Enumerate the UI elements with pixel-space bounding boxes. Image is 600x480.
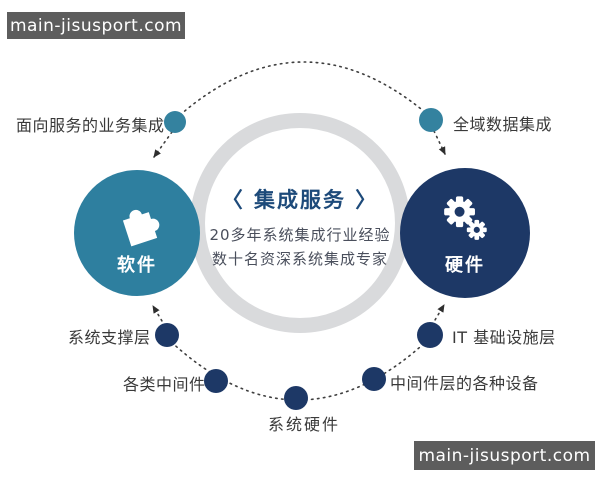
label-service-oriented-business-integration: 面向服务的业务集成 bbox=[16, 116, 165, 135]
hardware-node: 硬件 bbox=[400, 168, 530, 298]
dot-top-right bbox=[419, 108, 443, 132]
label-global-data-integration: 全域数据集成 bbox=[453, 115, 553, 134]
arrow-to-software-bottom bbox=[152, 305, 166, 327]
center-subtitle-line2: 数十名资深系统集成专家 bbox=[211, 250, 388, 268]
label-middleware-layer-devices: 中间件层的各种设备 bbox=[390, 374, 539, 393]
gears-icon bbox=[444, 195, 487, 240]
dot-mid-left bbox=[155, 323, 179, 347]
dot-lower-left bbox=[204, 369, 228, 393]
arrow-to-hardware-bottom bbox=[431, 304, 445, 326]
dot-bottom-center bbox=[284, 386, 308, 410]
dot-mid-right bbox=[417, 322, 443, 348]
bottom-dashed-arc bbox=[166, 337, 431, 401]
label-it-infrastructure-layer: IT 基础设施层 bbox=[452, 328, 556, 347]
arrow-to-software-top bbox=[153, 131, 173, 158]
hardware-node-label: 硬件 bbox=[445, 254, 485, 276]
watermark-bottom-right: main-jisusport.com bbox=[414, 441, 595, 470]
software-node: 软件 bbox=[74, 170, 200, 296]
top-dashed-arc bbox=[179, 61, 427, 116]
label-system-hardware: 系统硬件 bbox=[268, 415, 341, 434]
puzzle-icon bbox=[122, 209, 160, 246]
watermark-top-left: main-jisusport.com bbox=[7, 12, 185, 39]
software-node-label: 软件 bbox=[117, 254, 157, 276]
label-system-support-layer: 系统支撑层 bbox=[68, 328, 151, 347]
center-title: 〈 集成服务 〉 bbox=[221, 188, 379, 212]
dot-lower-right bbox=[362, 367, 386, 391]
dot-top-left bbox=[164, 111, 186, 133]
label-middleware-types: 各类中间件 bbox=[123, 375, 206, 394]
center-subtitle-line1: 20多年系统集成行业经验 bbox=[209, 226, 391, 244]
arrow-to-hardware-top bbox=[433, 130, 446, 155]
